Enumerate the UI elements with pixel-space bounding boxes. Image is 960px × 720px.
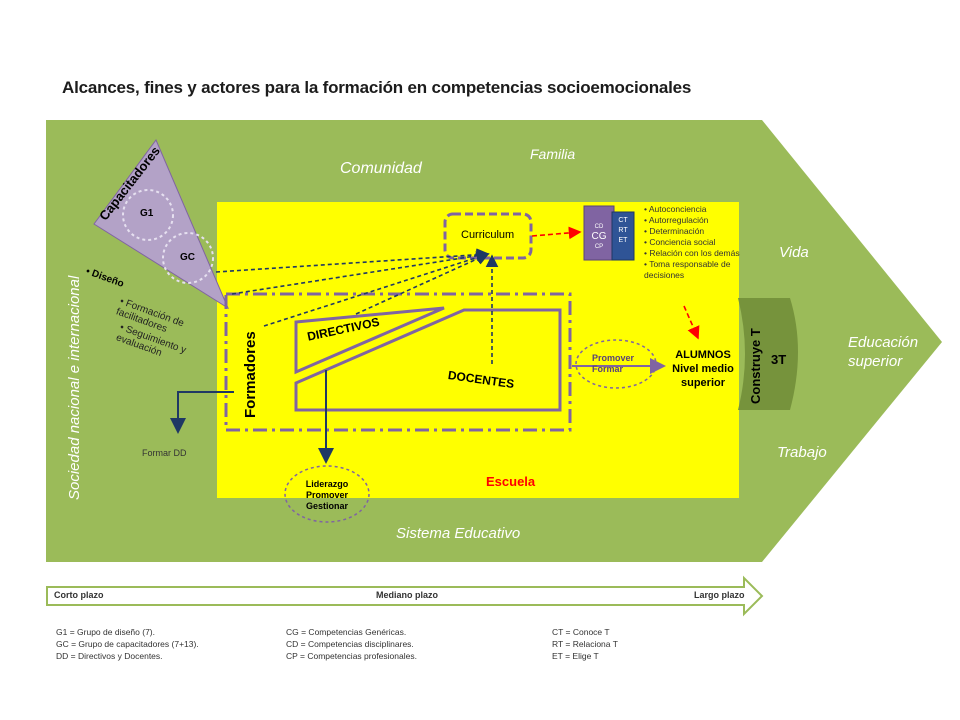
construye-value: 3T <box>771 352 787 367</box>
cg-label: CG <box>591 231 607 242</box>
promover-line: Promover <box>305 490 349 500</box>
timeline-start: Corto plazo <box>54 590 104 600</box>
liderazgo-line: Liderazgo <box>305 479 349 489</box>
timeline-middle: Mediano plazo <box>376 590 439 600</box>
competencias-right-text: CT RT ET <box>613 216 633 246</box>
cp-label: CP <box>594 244 604 250</box>
et-label: ET <box>618 237 628 244</box>
arrow-formadores-curriculum <box>263 251 490 327</box>
construye-label: Construye T <box>748 328 763 404</box>
label-vida: Vida <box>779 244 809 261</box>
legend-gc: GC = Grupo de capacitadores (7+13). <box>56 639 199 649</box>
docentes-shape <box>294 308 562 412</box>
competencia-item: Autorregulación <box>644 215 740 226</box>
legend-ct: CT = Conoce T <box>552 627 610 637</box>
formadores-label: Formadores <box>242 331 259 418</box>
arrow-curriculum-competencias <box>531 226 582 240</box>
gc-label: GC <box>180 252 195 263</box>
label-familia: Familia <box>530 146 576 162</box>
gc-circle <box>162 232 214 284</box>
side-label-sociedad: Sociedad nacional e internacional <box>66 275 83 500</box>
arrow-triangle-curriculum <box>215 248 490 273</box>
arrow-formar-dd <box>170 391 234 434</box>
promover-formar-text: Promover Formar <box>592 353 634 375</box>
escuela-label: Escuela <box>486 474 536 489</box>
competencia-item: Toma responsable de decisiones <box>644 259 740 281</box>
formar-line: Formar <box>592 364 624 374</box>
nivel-line: Nivel medio <box>672 363 734 375</box>
competencias-list: AutoconcienciaAutorregulaciónDeterminaci… <box>634 204 740 281</box>
liderazgo-ellipse <box>284 465 370 523</box>
alumnos-line: ALUMNOS <box>675 349 731 361</box>
g1-label: G1 <box>140 208 154 219</box>
legend-col3: CT = Conoce T RT = Relaciona T ET = Elig… <box>552 626 618 662</box>
liderazgo-text: Liderazgo Promover Gestionar <box>296 479 358 512</box>
ct-label: CT <box>618 217 628 224</box>
arrow-list-alumnos <box>683 305 700 340</box>
g1-circle <box>122 189 174 241</box>
timeline-arrow <box>46 575 764 617</box>
competencia-item: Determinación <box>644 226 740 237</box>
promover-line: Promover <box>592 353 635 363</box>
cd-label: CD <box>594 224 604 230</box>
alumnos-text: ALUMNOS Nivel medio superior <box>660 348 746 390</box>
legend-et: ET = Elige T <box>552 651 599 661</box>
rt-label: RT <box>618 227 628 234</box>
timeline-end: Largo plazo <box>694 590 745 600</box>
legend-cg: CG = Competencias Genéricas. <box>286 627 407 637</box>
label-educacion-superior: Educación superior <box>848 334 919 370</box>
label-trabajo: Trabajo <box>777 444 827 461</box>
competencias-left-text: CD CG CP <box>585 222 613 252</box>
arrow-capacitadores-curriculum <box>231 249 490 295</box>
legend-cp: CP = Competencias profesionales. <box>286 651 417 661</box>
legend-rt: RT = Relaciona T <box>552 639 618 649</box>
legend-col1: G1 = Grupo de diseño (7). GC = Grupo de … <box>56 626 199 662</box>
competencias-box-right <box>611 211 635 261</box>
competencia-item: Autoconciencia <box>644 204 740 215</box>
label-comunidad: Comunidad <box>340 160 422 177</box>
competencia-item: Relación con los demás <box>644 248 740 259</box>
label-sistema-educativo: Sistema Educativo <box>396 525 521 542</box>
directivos-shape <box>294 306 445 375</box>
legend-cd: CD = Competencias disciplinares. <box>286 639 414 649</box>
competencia-item: Conciencia social <box>644 237 740 248</box>
arrow-directivos-curriculum <box>355 252 490 315</box>
gestionar-line: Gestionar <box>305 501 348 511</box>
superior-line: superior <box>680 377 725 389</box>
construye-shape <box>738 298 798 410</box>
curriculum-label: Curriculum <box>461 229 515 241</box>
page-title: Alcances, fines y actores para la formac… <box>62 78 692 97</box>
legend-col2: CG = Competencias Genéricas. CD = Compet… <box>286 626 417 662</box>
formadores-frame <box>224 292 572 432</box>
competencias-box-left <box>583 205 615 261</box>
legend-g1: G1 = Grupo de diseño (7). <box>56 627 155 637</box>
capacitadores-triangle <box>93 139 230 310</box>
formar-dd-label: Formar DD <box>142 448 187 458</box>
legend-dd: DD = Directivos y Docentes. <box>56 651 163 661</box>
